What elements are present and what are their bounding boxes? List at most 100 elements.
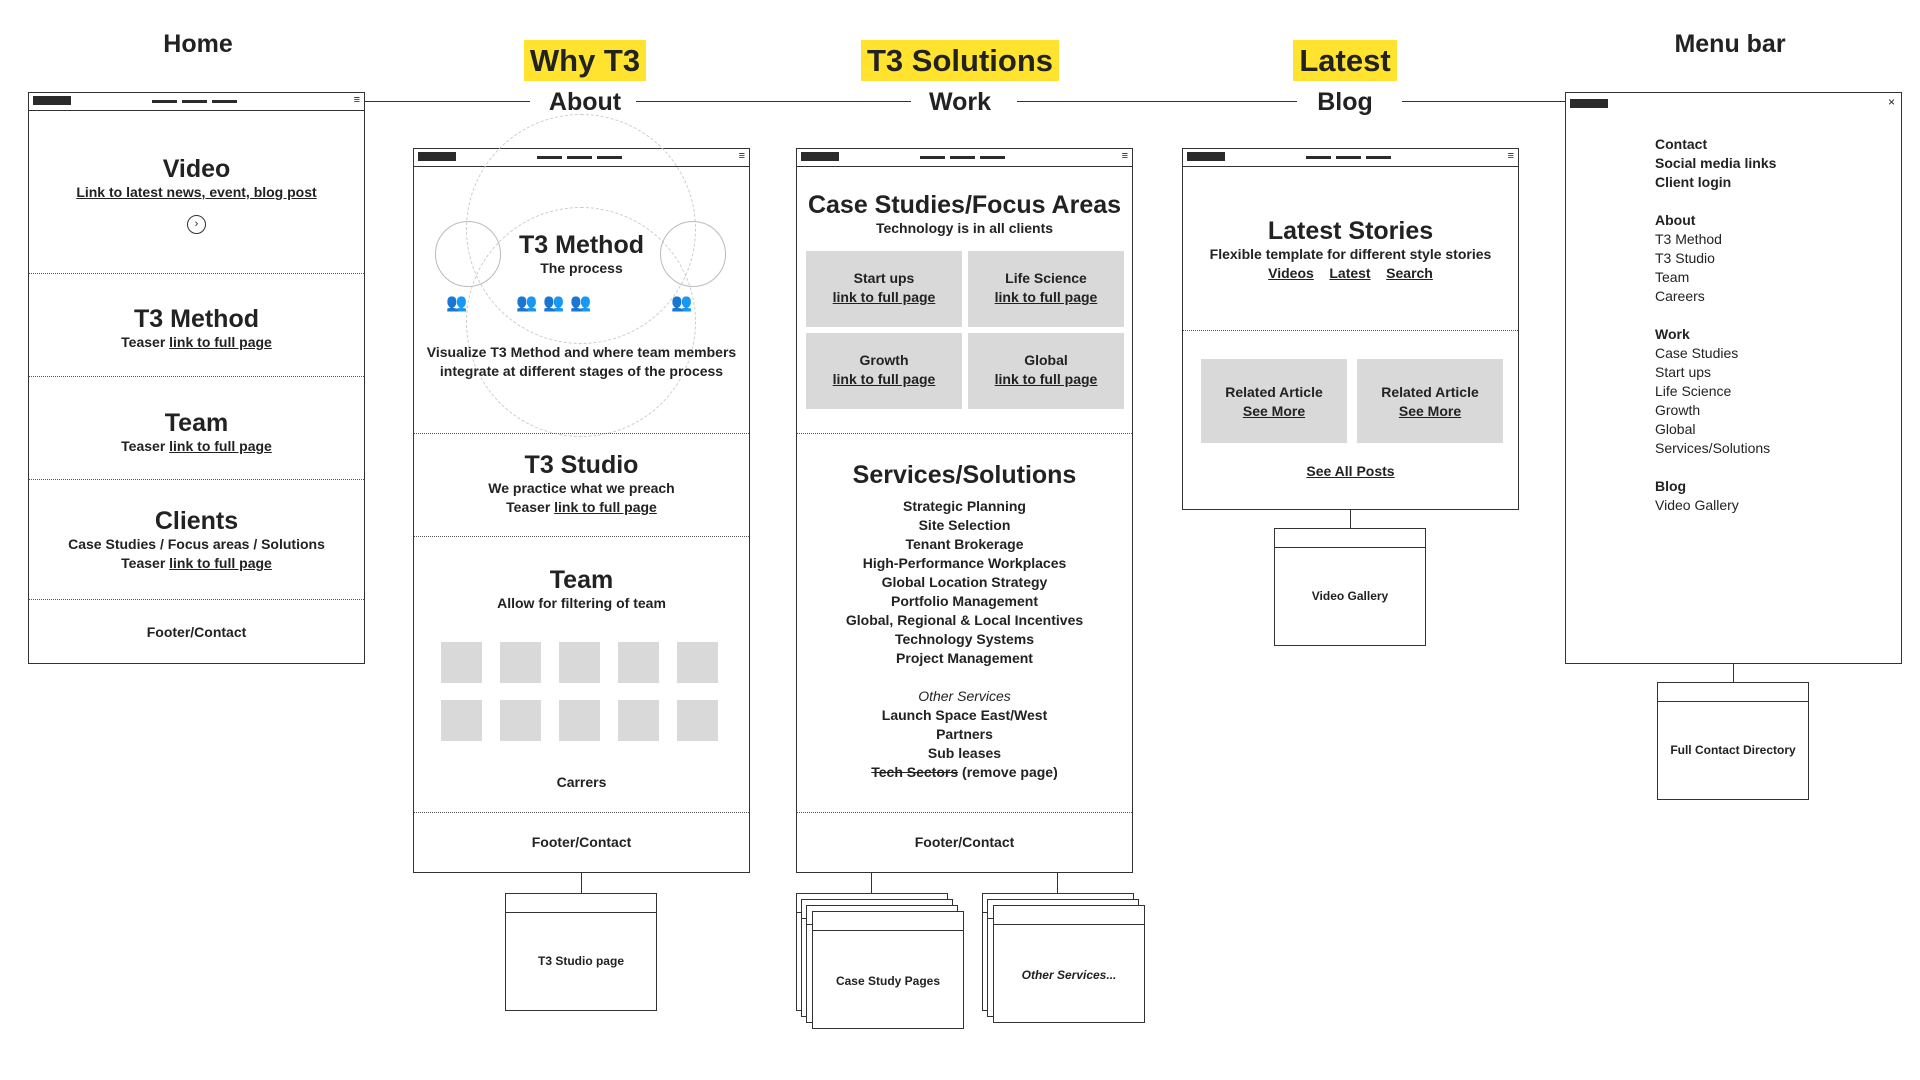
nav-item[interactable] bbox=[182, 100, 207, 103]
menu-section-blog[interactable]: Blog bbox=[1655, 478, 1687, 494]
latest-link[interactable]: Latest bbox=[1329, 265, 1371, 281]
nav-item[interactable] bbox=[1366, 156, 1391, 159]
carrers-link[interactable]: Carrers bbox=[556, 774, 607, 790]
videos-link[interactable]: Videos bbox=[1268, 265, 1314, 281]
video-gallery-subpage[interactable]: Video Gallery bbox=[1274, 528, 1426, 646]
studio-subpage-label: T3 Studio page bbox=[537, 954, 624, 968]
team-member-photo[interactable] bbox=[618, 700, 659, 741]
menu-item[interactable]: Life Science bbox=[1655, 383, 1732, 399]
menu-section-about[interactable]: About bbox=[1655, 212, 1696, 228]
menu-item[interactable]: Case Studies bbox=[1655, 345, 1739, 361]
tech-sectors-struck: Tech Sectors bbox=[871, 764, 959, 780]
nav-item[interactable] bbox=[212, 100, 237, 103]
method-description: Visualize T3 Method and where team membe… bbox=[426, 344, 737, 379]
team-member-photo[interactable] bbox=[677, 700, 718, 741]
team-link[interactable]: link to full page bbox=[169, 438, 272, 454]
menu-item[interactable]: Services/Solutions bbox=[1655, 440, 1771, 456]
studio-link[interactable]: link to full page bbox=[554, 499, 657, 515]
team-member-photo[interactable] bbox=[500, 642, 541, 683]
team-member-photo[interactable] bbox=[559, 700, 600, 741]
team-member-photo[interactable] bbox=[618, 642, 659, 683]
clients-section: Clients Case Studies / Focus areas / Sol… bbox=[29, 507, 364, 573]
studio-heading: T3 Studio bbox=[524, 451, 639, 479]
services-section: Services/Solutions Strategic Planning Si… bbox=[797, 461, 1132, 782]
menu-item[interactable]: Global bbox=[1655, 421, 1696, 437]
footer-contact[interactable]: Footer/Contact bbox=[146, 624, 247, 640]
close-icon[interactable]: × bbox=[1887, 95, 1895, 109]
hamburger-icon[interactable]: ≡ bbox=[738, 150, 745, 162]
team-member-photo[interactable] bbox=[677, 642, 718, 683]
remove-page-note: (remove page) bbox=[962, 764, 1058, 780]
contact-directory-subpage-label: Full Contact Directory bbox=[1670, 743, 1796, 757]
footer-contact[interactable]: Footer/Contact bbox=[914, 834, 1015, 850]
service-item: Global, Regional & Local Incentives bbox=[845, 612, 1084, 628]
menu-section-work[interactable]: Work bbox=[1655, 326, 1690, 342]
connector-line bbox=[871, 873, 872, 893]
menu-item[interactable]: Social media links bbox=[1655, 155, 1777, 171]
footer-contact[interactable]: Footer/Contact bbox=[531, 834, 632, 850]
divider bbox=[797, 433, 1132, 434]
teaser-label: Teaser bbox=[121, 334, 166, 350]
connector-line bbox=[1017, 101, 1297, 102]
connector-line bbox=[1402, 101, 1565, 102]
contact-directory-subpage[interactable]: Full Contact Directory bbox=[1657, 682, 1809, 800]
menu-item[interactable]: Start ups bbox=[1655, 364, 1712, 380]
nav-item[interactable] bbox=[950, 156, 975, 159]
teaser-label: Teaser bbox=[121, 438, 166, 454]
why-t3-highlight: Why T3 bbox=[520, 40, 650, 81]
nav-bar: ≡ bbox=[797, 149, 1132, 167]
service-item: Global Location Strategy bbox=[881, 574, 1048, 590]
hamburger-icon[interactable]: ≡ bbox=[1121, 150, 1128, 162]
connector-line bbox=[581, 873, 582, 893]
team-heading: Team bbox=[549, 566, 614, 594]
other-service-item: Launch Space East/West bbox=[881, 707, 1048, 723]
team-member-photo[interactable] bbox=[559, 642, 600, 683]
logo-placeholder bbox=[1187, 152, 1225, 161]
play-icon[interactable]: › bbox=[187, 215, 206, 234]
home-title: Home bbox=[163, 30, 233, 58]
menu-item[interactable]: Client login bbox=[1655, 174, 1732, 190]
service-item: High-Performance Workplaces bbox=[862, 555, 1067, 571]
studio-subpage[interactable]: T3 Studio page bbox=[505, 893, 657, 1011]
t3-solutions-highlight: T3 Solutions bbox=[860, 40, 1060, 81]
nav-item[interactable] bbox=[152, 100, 177, 103]
logo-placeholder bbox=[418, 152, 456, 161]
menu-item[interactable]: T3 Studio bbox=[1655, 250, 1715, 266]
method-heading: T3 Method bbox=[134, 305, 259, 333]
menu-item[interactable]: Growth bbox=[1655, 402, 1701, 418]
latest-stories-subtitle: Flexible template for different style st… bbox=[1209, 246, 1492, 262]
video-link[interactable]: Link to latest news, event, blog post bbox=[76, 184, 317, 200]
method-link[interactable]: link to full page bbox=[169, 334, 272, 350]
nav-item[interactable] bbox=[1336, 156, 1361, 159]
search-link[interactable]: Search bbox=[1386, 265, 1433, 281]
team-member-photo[interactable] bbox=[441, 642, 482, 683]
menu-item[interactable]: T3 Method bbox=[1655, 231, 1722, 247]
divider bbox=[29, 273, 364, 274]
clients-link[interactable]: link to full page bbox=[169, 555, 272, 571]
team-member-photo[interactable] bbox=[500, 700, 541, 741]
hamburger-icon[interactable]: ≡ bbox=[353, 94, 360, 106]
nav-item[interactable] bbox=[980, 156, 1005, 159]
menu-item[interactable]: Video Gallery bbox=[1655, 497, 1739, 513]
divider bbox=[29, 479, 364, 480]
nav-item[interactable] bbox=[1306, 156, 1331, 159]
team-section: Team Teaser link to full page bbox=[29, 409, 364, 456]
hamburger-icon[interactable]: ≡ bbox=[1507, 150, 1514, 162]
menu-item[interactable]: Contact bbox=[1655, 136, 1708, 152]
team-member-photo[interactable] bbox=[441, 700, 482, 741]
nav-item[interactable] bbox=[920, 156, 945, 159]
other-services-subpage[interactable]: Other Services... bbox=[993, 905, 1145, 1023]
see-all-posts-link[interactable]: See All Posts bbox=[1306, 463, 1395, 479]
home-wireframe: ≡ Video Link to latest news, event, blog… bbox=[28, 92, 365, 664]
menu-item[interactable]: Careers bbox=[1655, 288, 1705, 304]
menu-item[interactable]: Team bbox=[1655, 269, 1690, 285]
clients-description: Case Studies / Focus areas / Solutions bbox=[68, 536, 325, 552]
team-members-icon: 👥 bbox=[446, 293, 468, 312]
case-study-subpage[interactable]: Case Study Pages bbox=[812, 911, 964, 1029]
